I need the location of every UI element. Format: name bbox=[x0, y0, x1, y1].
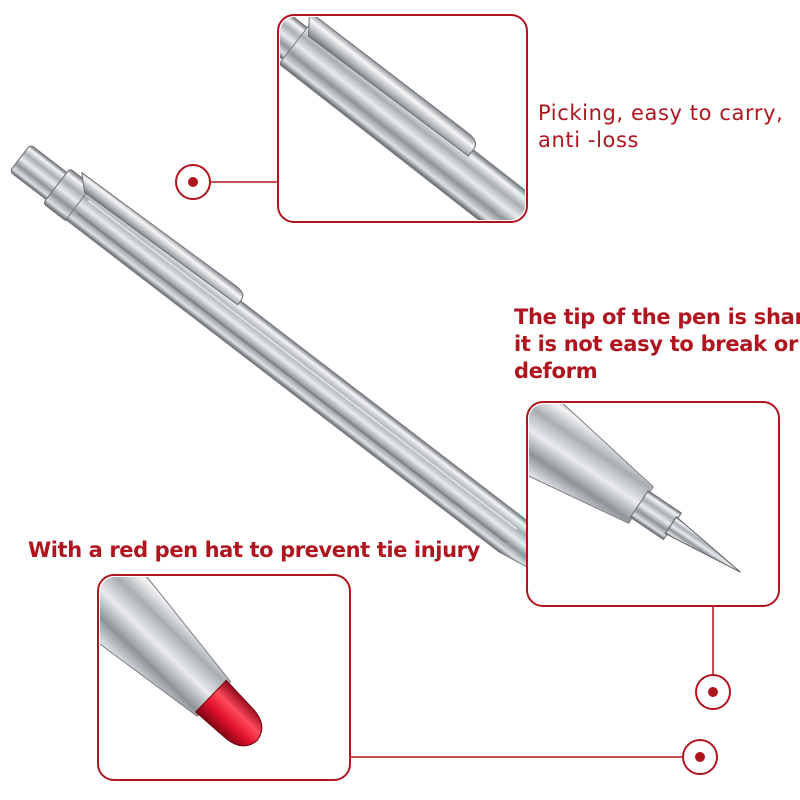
inset-cap-detail bbox=[97, 574, 351, 781]
marker-dot-tip bbox=[695, 674, 731, 710]
pen-body bbox=[65, 185, 559, 576]
marker-dot-clip bbox=[175, 164, 211, 200]
callout-tip-line-2: it is not easy to break or bbox=[514, 331, 799, 356]
inset-tip-detail bbox=[526, 401, 780, 607]
callout-clip-text: Picking, easy to carry, anti -loss bbox=[538, 100, 783, 154]
callout-clip-line-1: Picking, easy to carry, bbox=[538, 101, 784, 125]
inset-clip-detail bbox=[277, 14, 528, 223]
callout-clip-line-2: anti -loss bbox=[538, 127, 640, 152]
callout-tip-text: The tip of the pen is sharp, it is not e… bbox=[514, 304, 800, 385]
pen-clip bbox=[81, 171, 244, 306]
callout-tip-line-3: deform bbox=[514, 358, 598, 383]
callout-tip-line-1: The tip of the pen is sharp, bbox=[514, 305, 800, 329]
callout-cap-line-1: With a red pen hat to prevent tie injury bbox=[28, 538, 480, 562]
marker-dot-cap bbox=[682, 739, 718, 775]
callout-cap-text: With a red pen hat to prevent tie injury bbox=[28, 537, 480, 564]
